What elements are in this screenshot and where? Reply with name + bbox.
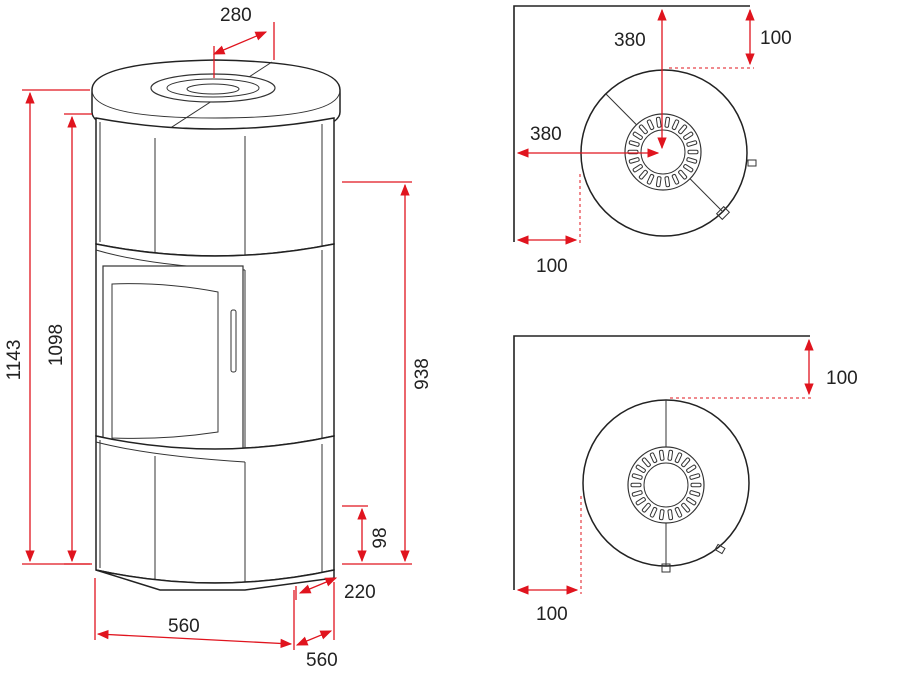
grille-slot (686, 140, 698, 147)
door-frame (102, 265, 244, 453)
dim-flue-height: 938 (342, 181, 433, 565)
door-handle (230, 309, 237, 373)
grille-slot (689, 490, 701, 497)
grille-slot (628, 157, 640, 164)
grille-slot (658, 509, 665, 521)
grille-slot (664, 116, 671, 128)
grille-slot (683, 131, 694, 140)
grille-slot (632, 131, 643, 140)
stove-lower-tiles (95, 435, 335, 590)
grille-slot (635, 497, 646, 506)
corner-dist-side-label: 380 (530, 124, 562, 145)
grille-slot (690, 482, 702, 488)
grille-slot (646, 119, 655, 131)
grille-slot (687, 149, 699, 155)
dim-width-label: 560 (168, 616, 200, 637)
grille-slot (681, 457, 691, 468)
grille-slot (678, 124, 688, 135)
grille-slot (686, 464, 697, 473)
grille-slot (678, 169, 688, 180)
stove-base (95, 569, 335, 591)
grille-slot (689, 473, 701, 480)
grille-slot (638, 124, 648, 135)
door-glass (111, 283, 219, 439)
grille-slot (667, 449, 674, 461)
grille-slot (628, 140, 640, 147)
dim-air-inlet-depth-label: 220 (344, 582, 376, 603)
grille-slot (635, 464, 646, 473)
grille-slot (671, 119, 680, 131)
corner-clear-side-label: 100 (536, 256, 568, 277)
dim-flue-height-label: 938 (412, 358, 433, 390)
plan-wall-view: 100 100 (513, 335, 858, 625)
grille-slot (649, 452, 658, 464)
wall-clear-side-label: 100 (536, 604, 568, 625)
grille-slot (646, 173, 655, 185)
grille-slot (655, 176, 662, 188)
wall-walls (513, 335, 810, 590)
grille-slot (631, 473, 643, 480)
stove-top-cap (91, 59, 341, 139)
corner-dist-back-label: 380 (614, 30, 646, 51)
grille-slot (655, 116, 662, 128)
grille-slot (671, 173, 680, 185)
stove-door-section (95, 243, 335, 460)
grille-slot (630, 482, 642, 488)
stove-upper-tiles (95, 117, 335, 262)
grille-slot (641, 502, 651, 513)
wall-clear-back-label: 100 (826, 368, 858, 389)
grille-slot (632, 164, 643, 173)
dim-top-width: 280 (212, 5, 275, 78)
grille-slot (658, 449, 665, 461)
grille-slot (686, 497, 697, 506)
dim-air-inlet-depth: 220 (295, 577, 376, 603)
grille-slot (638, 169, 648, 180)
grille-slot (667, 509, 674, 521)
dim-depth: 560 (295, 582, 338, 671)
grille-slot (681, 502, 691, 513)
grille-slot (683, 164, 694, 173)
grille-slot (674, 506, 683, 518)
front-view: 280 1143 1098 938 98 (4, 5, 433, 671)
grille-slot (674, 452, 683, 464)
dim-body-height: 1098 (46, 113, 92, 565)
dim-body-height-label: 1098 (46, 324, 67, 366)
grille-slot (631, 490, 643, 497)
dim-air-inlet-height: 98 (342, 505, 391, 563)
dim-width: 560 (94, 578, 295, 650)
dim-top-width-label: 280 (220, 5, 252, 26)
corner-walls (513, 5, 750, 242)
dim-total-height-label: 1143 (4, 340, 25, 381)
grille-slot (664, 176, 671, 188)
plan-corner-view: 100 380 380 100 (513, 5, 792, 277)
grille-slot (649, 506, 658, 518)
dim-air-inlet-height-label: 98 (370, 527, 391, 548)
grille-slot (641, 457, 651, 468)
corner-clear-back-label: 100 (760, 28, 792, 49)
dim-depth-label: 560 (306, 650, 338, 671)
grille-slot (686, 157, 698, 164)
